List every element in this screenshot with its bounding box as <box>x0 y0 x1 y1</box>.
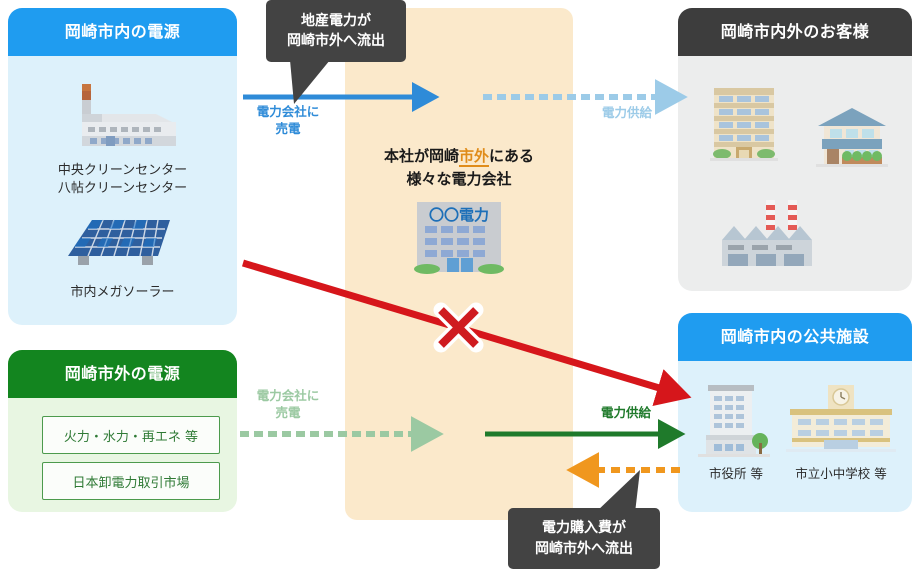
power-company-building-label: 〇〇電力 <box>428 206 489 224</box>
factory-icon <box>82 84 176 146</box>
panel-public-facilities: 岡崎市内の公共施設 市役 <box>678 313 912 512</box>
callout-bottom-line1: 電力購入費が <box>542 520 626 537</box>
label-sell-to-utility-bottom: 電力会社に 売電 <box>256 388 320 420</box>
public-facility-label-1: 市立小中学校 等 <box>795 466 887 481</box>
center-title-highlight: 市外 <box>458 147 489 167</box>
label-supply-bottom: 電力供給 <box>600 405 651 420</box>
panel-source-out-city-title: 岡崎市外の電源 <box>8 350 237 398</box>
callout-bottom-tail <box>595 470 640 513</box>
label-supply-top: 電力供給 <box>601 105 652 120</box>
panel-public-facilities-body: 市役所 等 市立小中学校 等 <box>678 361 912 512</box>
panel-customers: 岡崎市内外のお客様 <box>678 8 912 291</box>
panel-source-out-city: 岡崎市外の電源 火力・水力・再エネ 等 日本卸電力取引市場 <box>8 350 237 512</box>
source-in-city-label-0: 中央クリーンセンター 八帖クリーンセンター <box>57 163 188 196</box>
source-in-city-label-1: 市内メガソーラー <box>70 285 175 300</box>
callout-top-line2: 岡崎市外へ流出 <box>287 33 385 49</box>
center-title-line1: 本社が岡崎市外にある <box>383 147 535 167</box>
power-company-building-icon <box>414 202 504 274</box>
house-shop-icon <box>816 108 888 167</box>
panel-customers-body <box>678 56 912 291</box>
source-out-box-1[interactable]: 日本卸電力取引市場 <box>42 462 220 500</box>
public-facility-label-0: 市役所 等 <box>709 466 763 481</box>
panel-source-in-city-body: 中央クリーンセンター 八帖クリーンセンター <box>8 56 237 325</box>
panel-source-in-city-title: 岡崎市内の電源 <box>8 8 237 56</box>
panel-source-out-city-body: 火力・水力・再エネ 等 日本卸電力取引市場 <box>8 398 237 512</box>
callout-top-line1: 地産電力が <box>301 12 371 29</box>
city-hall-icon <box>698 385 770 457</box>
callout-top-tail <box>290 60 330 104</box>
panel-customers-title: 岡崎市内外のお客様 <box>678 8 912 56</box>
label-sell-to-utility-top: 電力会社に 売電 <box>256 104 320 136</box>
source-out-box-0[interactable]: 火力・水力・再エネ 等 <box>42 416 220 454</box>
center-title-line2: 様々な電力会社 <box>406 169 512 188</box>
panel-public-facilities-title: 岡崎市内の公共施設 <box>678 313 912 361</box>
callout-bottom: 電力購入費が 岡崎市外へ流出 <box>508 508 660 569</box>
x-cross-icon <box>433 302 484 353</box>
callout-top: 地産電力が 岡崎市外へ流出 <box>266 0 406 62</box>
solar-panel-icon <box>68 219 170 265</box>
school-icon <box>786 385 896 452</box>
callout-bottom-line2: 岡崎市外へ流出 <box>535 540 633 557</box>
apartment-building-icon <box>710 88 778 161</box>
center-title: 本社が岡崎市外にある 様々な電力会社 <box>345 145 573 190</box>
panel-source-in-city: 岡崎市内の電源 <box>8 8 237 325</box>
factory-icon <box>722 200 812 266</box>
